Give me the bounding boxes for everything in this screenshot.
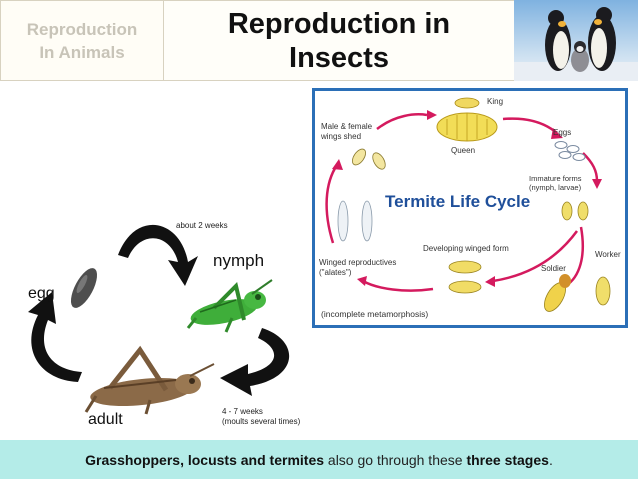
caption-plain: also go through these: [324, 451, 467, 468]
label-worker: Worker: [595, 250, 621, 259]
label-alates: ("alates"): [319, 268, 352, 277]
label-winged: Winged reproductives: [319, 258, 396, 267]
eggs-illustration: [554, 141, 586, 161]
label-adult: adult: [88, 411, 123, 428]
caption-bar: Grasshoppers, locusts and termites also …: [0, 440, 638, 479]
caption-bold-subject: Grasshoppers, locusts and termites: [85, 451, 325, 468]
caption-bold-stages: three stages: [466, 451, 549, 468]
page-title-line2: Insects: [289, 41, 389, 74]
label-moults: (moults several times): [222, 417, 301, 426]
alates-illustration: [337, 200, 373, 242]
worker-termite: [595, 276, 611, 306]
immature-termites: [561, 201, 589, 221]
section-label-line1: Reproduction: [26, 19, 138, 39]
penguins-photo: [514, 0, 638, 81]
label-immature: Immature forms: [529, 174, 582, 183]
winged-termites-shed: [352, 148, 386, 170]
label-male-female: Male & female: [321, 122, 373, 131]
label-developing: Developing winged form: [423, 244, 509, 253]
label-king: King: [487, 97, 503, 106]
label-wings-shed: wings shed: [320, 132, 361, 141]
caption-end: .: [548, 451, 553, 468]
arrow-egg-to-nymph: [118, 224, 198, 286]
section-label-box: Reproduction In Animals: [0, 0, 164, 81]
termite-title: Termite Life Cycle: [385, 192, 530, 211]
label-nymph-larvae: (nymph, larvae): [529, 183, 582, 192]
king-termite: [454, 97, 480, 109]
section-label-line2: In Animals: [39, 42, 125, 62]
label-4-7-weeks: 4 - 7 weeks: [222, 407, 263, 416]
developing-winged-termites: [448, 260, 482, 294]
arrow-nymph-to-adult: [220, 328, 290, 396]
label-queen: Queen: [451, 146, 475, 155]
grasshopper-life-cycle: about 2 weeks nymph egg adult 4 - 7 week…: [0, 200, 318, 438]
nymph-illustration: [186, 279, 273, 333]
adult-illustration: [84, 345, 215, 415]
label-about-2-weeks: about 2 weeks: [176, 221, 228, 230]
termite-life-cycle-diagram: King Queen Eggs Male & female wings shed…: [312, 88, 628, 328]
soldier-termite: [544, 274, 571, 312]
page-title-line1: Reproduction in: [227, 7, 451, 40]
label-nymph: nymph: [213, 251, 264, 270]
label-eggs: Eggs: [553, 128, 571, 137]
arrow-adult-to-egg: [28, 292, 82, 382]
egg-illustration: [70, 268, 98, 308]
label-soldier: Soldier: [541, 264, 566, 273]
label-metamorphosis: (incomplete metamorphosis): [321, 309, 428, 319]
page-title: Reproduction in Insects: [164, 0, 514, 81]
caption-text: Grasshoppers, locusts and termites also …: [85, 452, 553, 468]
label-egg: egg: [28, 285, 55, 302]
